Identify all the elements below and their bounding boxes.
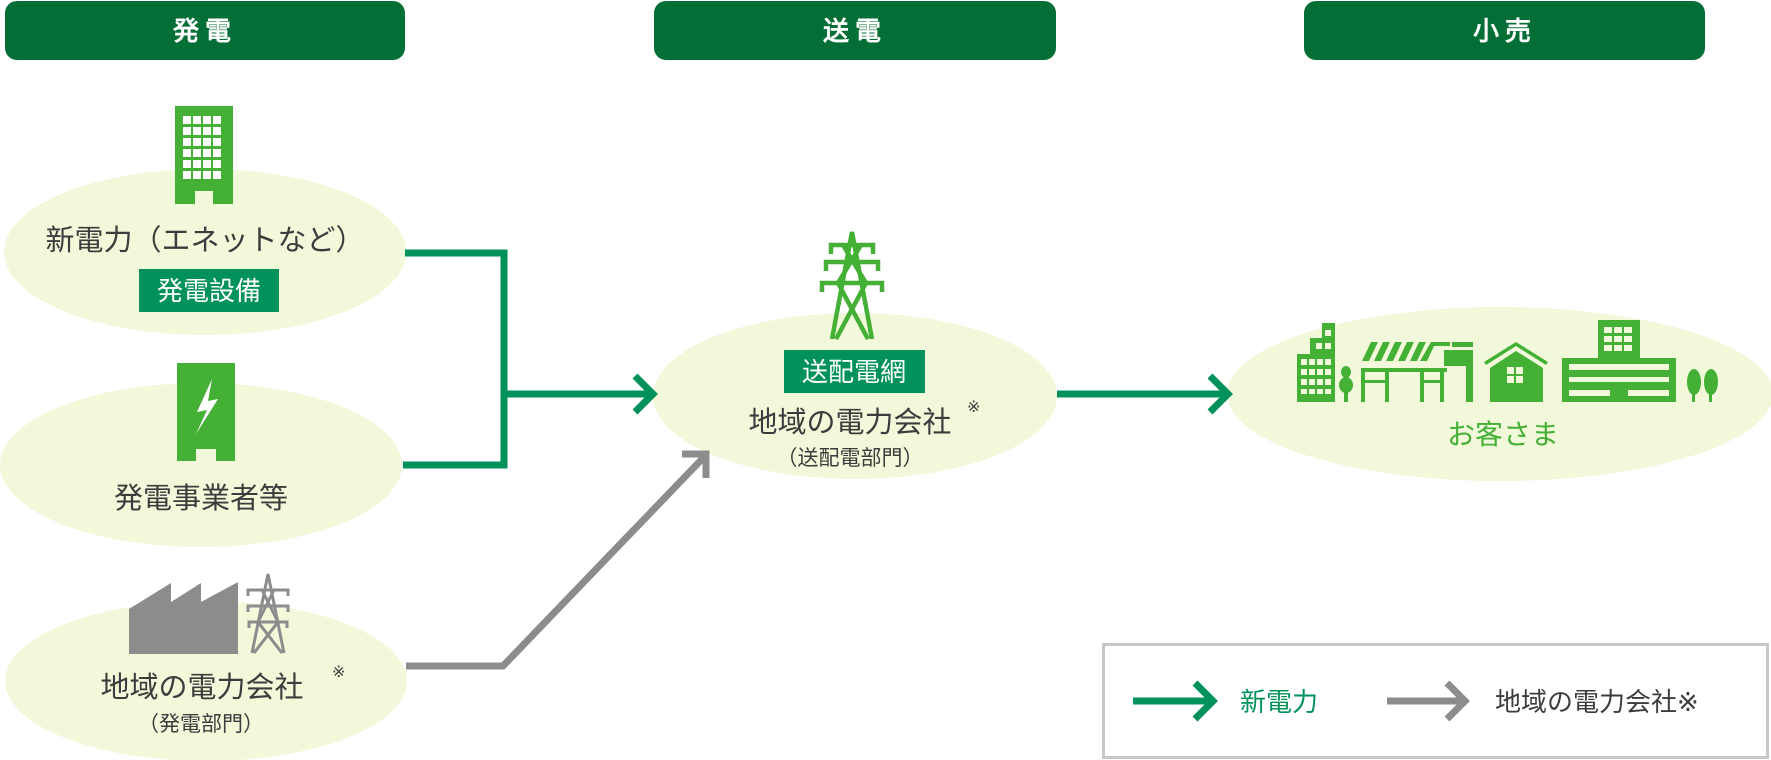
header-transmission-label: 送電 xyxy=(823,17,887,47)
node-customers-title: お客さま xyxy=(1447,418,1559,451)
transmission-tower-icon xyxy=(246,573,290,654)
node-regional-generation-subtitle: （発電部門） xyxy=(138,712,264,736)
header-generation: 発電 xyxy=(5,1,405,60)
shop-icon xyxy=(1361,342,1473,402)
node-transmission-ellipse xyxy=(653,313,1057,479)
node-generators-ellipse xyxy=(0,383,402,547)
node-transmission-badge-label: 送配電網 xyxy=(802,358,906,388)
header-generation-label: 発電 xyxy=(172,17,237,47)
new-power-connector xyxy=(403,249,658,469)
node-generators-title: 発電事業者等 xyxy=(114,481,288,515)
transmission-tower-icon xyxy=(819,231,885,341)
legend-new-power-label: 新電力 xyxy=(1240,688,1318,718)
house-icon xyxy=(1484,342,1548,402)
node-new-power-badge: 発電設備 xyxy=(139,269,279,312)
header-retail-label: 小売 xyxy=(1473,17,1537,47)
large-building-icon xyxy=(1562,320,1676,402)
header-retail: 小売 xyxy=(1304,1,1705,60)
office-building-icon xyxy=(1297,323,1335,402)
node-transmission-badge: 送配電網 xyxy=(784,350,925,393)
tree-icon xyxy=(1339,366,1353,402)
node-regional-generation-note: ※ xyxy=(332,662,345,681)
regional-connector xyxy=(406,450,710,670)
transmission-to-customer-arrow xyxy=(1057,373,1233,415)
header-transmission: 送電 xyxy=(654,1,1056,60)
factory-icon xyxy=(129,582,238,654)
customer-icons xyxy=(1297,320,1718,402)
legend-new-power-arrow xyxy=(1133,680,1218,722)
legend-regional-arrow xyxy=(1387,680,1470,722)
tree-icon xyxy=(1687,369,1701,402)
node-new-power-ellipse xyxy=(4,169,406,335)
node-new-power-badge-label: 発電設備 xyxy=(157,277,261,307)
power-plant-lightning-icon xyxy=(177,363,235,461)
node-new-power-title: 新電力（エネットなど） xyxy=(45,223,364,257)
legend-regional-label: 地域の電力会社※ xyxy=(1495,688,1699,718)
node-regional-generation-ellipse xyxy=(5,601,407,760)
office-building-icon xyxy=(175,106,233,204)
legend: 新電力 地域の電力会社※ xyxy=(1102,643,1769,759)
node-transmission-subtitle: （送配電部門） xyxy=(777,446,924,470)
node-transmission-note: ※ xyxy=(967,397,980,416)
node-regional-generation-title: 地域の電力会社 xyxy=(100,670,303,704)
tree-icon xyxy=(1704,369,1718,402)
node-transmission-title: 地域の電力会社 xyxy=(748,405,951,439)
